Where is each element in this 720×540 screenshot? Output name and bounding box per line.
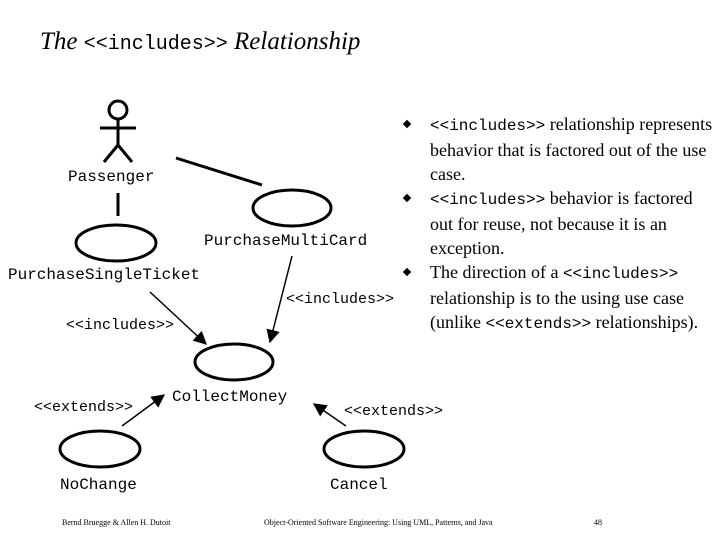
actor-label-passenger: Passenger [68,168,155,186]
includes-arrow-multicard [266,255,293,344]
footer-authors: Bernd Bruegge & Allen H. Dutoit [62,518,171,527]
bullet-list: <<includes>> relationship represents beh… [402,112,716,336]
usecase-purchase-multi-card-ellipse[interactable] [251,188,333,228]
extends-arrow-nochange [121,394,166,427]
footer-page-number: 48 [594,518,602,527]
usecase-label-purchase-single-ticket: PurchaseSingleTicket [8,266,201,284]
usecase-cancel-ellipse[interactable] [322,429,406,469]
bullet-keyword: <<extends>> [485,315,592,333]
bullet-keyword: <<includes>> [430,117,546,135]
title-prefix: The [40,28,78,55]
title-keyword: <<includes>> [83,33,228,56]
usecase-label-cancel: Cancel [330,476,388,494]
usecase-label-collect-money: CollectMoney [172,388,288,406]
bullet-keyword: <<includes>> [562,265,679,283]
bullet-text: The direction of a [430,262,563,282]
includes-arrow-singleticket [149,291,207,345]
bullet-text: relationship is to the using use case (u… [430,288,684,332]
footer-book: Object-Oriented Software Engineering: Us… [264,518,493,527]
slide-title: The <<includes>> Relationship [40,28,360,56]
passenger-actor-icon [100,99,136,163]
stereotype-includes-left: <<includes>> [66,317,175,334]
stereotype-includes-right: <<includes>> [286,291,395,308]
usecase-collect-money-ellipse[interactable] [193,342,275,382]
usecase-label-purchase-multi-card: PurchaseMultiCard [204,232,368,250]
association-passenger-multicard [175,156,263,187]
stereotype-extends-right: <<extends>> [344,403,444,420]
bullet-text: relationship represents behavior that is… [430,114,713,184]
title-suffix: Relationship [234,28,361,55]
usecase-purchase-single-ticket-ellipse[interactable] [74,223,158,263]
bullet-text: relationships). [591,312,699,332]
bullet-keyword: <<includes>> [430,191,546,209]
bullet-text: behavior is factored out for reuse, not … [430,188,693,258]
bullet-item: The direction of a <<includes>> relation… [402,260,716,336]
bullet-item: <<includes>> behavior is factored out fo… [402,186,716,260]
bullet-item: <<includes>> relationship represents beh… [402,112,716,186]
usecase-no-change-ellipse[interactable] [58,429,142,469]
stereotype-extends-left: <<extends>> [34,399,134,416]
usecase-label-no-change: NoChange [60,476,137,494]
extends-arrow-cancel [312,403,347,427]
